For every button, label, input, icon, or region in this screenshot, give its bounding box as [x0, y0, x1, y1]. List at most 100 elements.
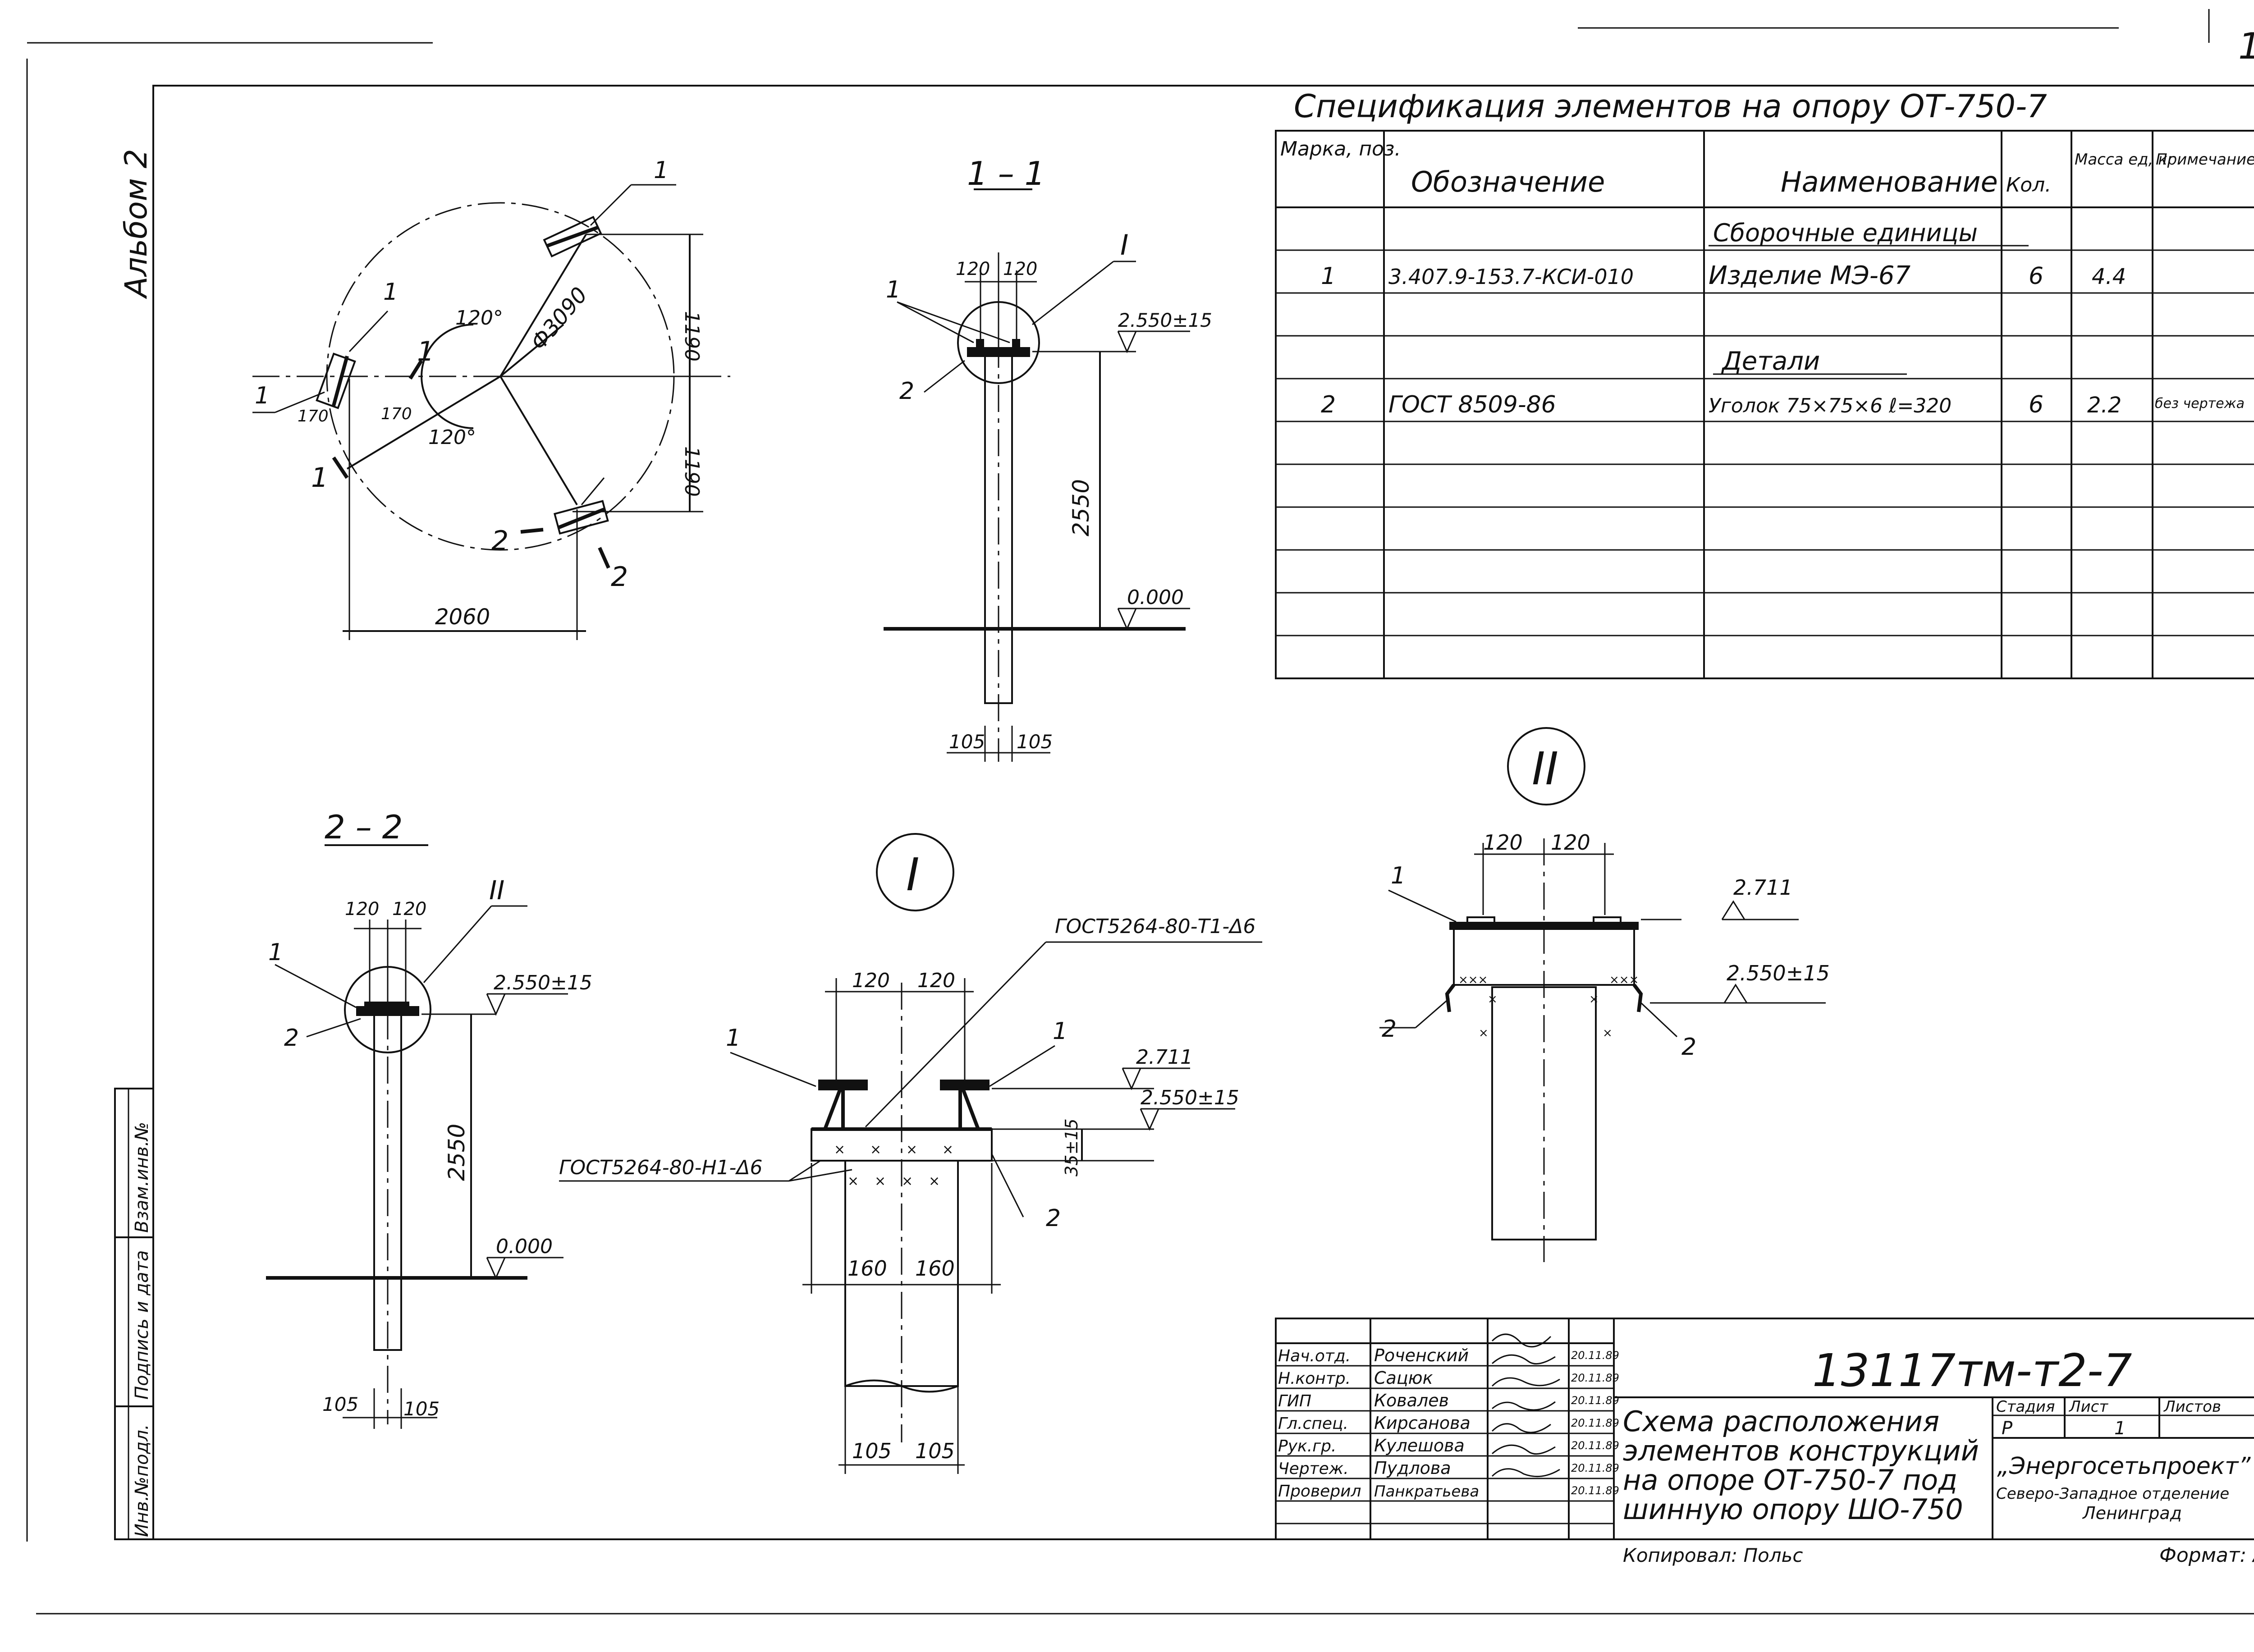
section-1-1-callout-2: 2	[899, 378, 914, 405]
title-code: 13117тм-т2-7	[1812, 1344, 2132, 1397]
spec-header-code: Обозначение	[1411, 165, 1605, 198]
svg-text:×: ×	[870, 1142, 881, 1158]
plan-dim-left-a: 170	[298, 407, 329, 426]
node-I-callout-2: 2	[1046, 1205, 1061, 1232]
side-label-replace: Взам.инв.№	[132, 1122, 152, 1233]
node-I-marker	[876, 833, 954, 911]
stage-value: Р	[2002, 1418, 2013, 1439]
spec-title: Спецификация элементов на опору ОТ-750-7	[1294, 88, 2047, 125]
spec-section-details: Детали	[1721, 347, 1820, 376]
plan-callout-top: 1	[654, 157, 669, 184]
node-II-dim-top-a: 120	[1483, 830, 1523, 855]
plan-dim-bottom: 2060	[435, 604, 490, 630]
section-2-2-dim-a: 120	[345, 899, 379, 920]
spec-row2-qty: 6	[2029, 391, 2043, 418]
date-4: 20.11.89	[1571, 1439, 1619, 1452]
node-I-dim-bottom-a: 105	[852, 1439, 892, 1463]
node-I-gap: 35±15	[1062, 1118, 1081, 1176]
node-I-dim-top-a: 120	[852, 969, 890, 992]
album-label: Альбом 2	[119, 149, 154, 299]
section-2-2-height: 2550	[444, 1124, 470, 1181]
spec-header-qty: Кол.	[2006, 174, 2051, 197]
svg-text:×: ×	[1488, 993, 1498, 1006]
spec-table	[1275, 130, 2254, 679]
svg-text:×: ×	[1589, 993, 1599, 1006]
plan-section-2a: 2	[491, 525, 509, 557]
spec-row1-qty: 6	[2029, 263, 2043, 290]
copied-by: Копировал: Польс	[1623, 1544, 1803, 1566]
plan-callout-left: 1	[383, 279, 398, 306]
section-1-1-level-ground: 0.000	[1127, 586, 1184, 609]
svg-text:×: ×	[942, 1142, 953, 1158]
node-II-callout-2b: 2	[1681, 1034, 1696, 1061]
svg-text:×: ×	[1603, 1026, 1613, 1040]
name-5: Пудлова	[1374, 1458, 1451, 1478]
name-2: Ковалев	[1374, 1391, 1449, 1410]
date-3: 20.11.89	[1571, 1417, 1619, 1429]
section-2-2-node: II	[489, 875, 504, 906]
plan-dim-right-bottom: 1190	[680, 446, 703, 497]
spec-row1-name: Изделие МЭ-67	[1709, 261, 1911, 290]
svg-text:×: ×	[875, 1173, 886, 1189]
title-text-line-4: шинную опору ШО-750	[1623, 1493, 1963, 1526]
name-1: Сацюк	[1374, 1368, 1433, 1388]
node-I-callout-1a: 1	[726, 1025, 741, 1052]
section-2-2-level-top: 2.550±15	[494, 971, 592, 994]
section-2-2-bottom-a: 105	[322, 1393, 358, 1415]
title-block	[1275, 1318, 2254, 1540]
title-text-line-2: элементов конструкций	[1623, 1434, 1979, 1467]
plan-dim-right-top: 1190	[680, 311, 703, 362]
corner-page-number: 1	[2238, 25, 2254, 67]
section-2-2-callout-2: 2	[284, 1025, 299, 1052]
section-2-2-dim-b: 120	[392, 899, 426, 920]
svg-text:×××: ×××	[1458, 973, 1488, 987]
spec-row2-mass: 2.2	[2087, 393, 2121, 418]
name-6: Панкратьева	[1374, 1483, 1479, 1501]
title-text-line-1: Схема расположения	[1623, 1405, 1939, 1438]
role-5: Чертеж.	[1278, 1460, 1349, 1478]
node-II-label: II	[1532, 742, 1558, 795]
node-II-detail: ××× ××× × × × ×	[1379, 727, 1826, 1262]
spec-row2-name: Уголок 75×75×6 ℓ=320	[1709, 394, 1952, 417]
node-II-callout-1: 1	[1391, 862, 1406, 889]
section-1-1-bottom-a: 105	[949, 731, 985, 753]
sheet-frame	[26, 9, 2254, 1615]
spec-row2-code: ГОСТ 8509-86	[1388, 391, 1556, 418]
node-I-dim-top-b: 120	[917, 969, 955, 992]
date-5: 20.11.89	[1571, 1462, 1619, 1474]
format-label: Формат: А3	[2159, 1544, 2254, 1567]
spec-header-note: Примечание	[2156, 151, 2254, 169]
section-1-1-dim-a: 120	[956, 259, 990, 279]
node-I-dim-bottom-b: 105	[915, 1439, 955, 1463]
plate-left	[316, 352, 356, 409]
section-1-1-title: 1 – 1	[967, 155, 1045, 192]
plan-section-1b: 1	[311, 462, 328, 494]
role-1: Н.контр.	[1278, 1369, 1351, 1388]
node-II-marker	[1507, 727, 1585, 805]
role-6: Проверил	[1278, 1482, 1361, 1501]
node-I-callout-1b: 1	[1053, 1018, 1067, 1045]
node-I-level-top: 2.711	[1136, 1046, 1193, 1069]
svg-text:×: ×	[834, 1142, 845, 1158]
role-0: Нач.отд.	[1278, 1347, 1351, 1365]
svg-text:×: ×	[902, 1173, 913, 1189]
date-1: 20.11.89	[1571, 1372, 1619, 1384]
spec-row1-pos: 1	[1321, 263, 1336, 290]
node-I-weld-top: ГОСТ5264-80-Т1-Δ6	[1055, 915, 1255, 938]
spec-row2-pos: 2	[1321, 391, 1336, 418]
plan-angle-bottom: 120°	[428, 426, 476, 449]
sheets-label: Листов	[2163, 1398, 2221, 1416]
plan-callout-far-left: 1	[255, 382, 270, 409]
name-3: Кирсанова	[1374, 1413, 1471, 1433]
section-1-1-callout-1: 1	[886, 276, 901, 303]
node-II-level-mid: 2.550±15	[1727, 961, 1830, 985]
section-1-1-dim-b: 120	[1003, 259, 1037, 279]
svg-text:×: ×	[906, 1142, 917, 1158]
spec-row1-mass: 4.4	[2092, 264, 2126, 289]
stage-label: Стадия	[1996, 1398, 2055, 1416]
date-0: 20.11.89	[1571, 1349, 1619, 1362]
sheet-value: 1	[2114, 1418, 2126, 1439]
plan-dim-left-b: 170	[381, 405, 412, 423]
